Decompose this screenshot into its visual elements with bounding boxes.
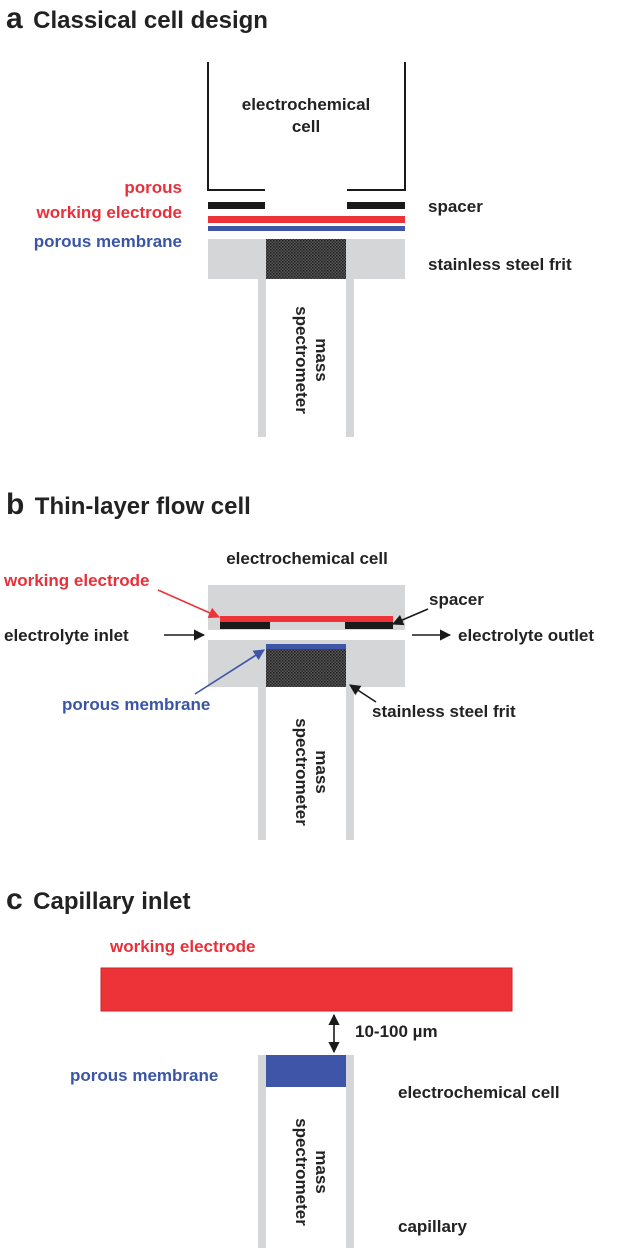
panel-b-ms-label: mass spectrometer [292,718,331,826]
panel-c-gap-label: 10-100 µm [355,1022,438,1041]
panel-a-spacer-left [208,202,265,209]
panel-b-steel-frit [266,649,346,687]
panel-b-letter: b [6,488,24,521]
panel-b-frit-pointer [349,684,377,703]
panel-b-porous-membrane [266,644,346,649]
panel-a-frit-label: stainless steel frit [428,255,572,274]
panel-c-working-electrode [100,967,513,1012]
panel-b-membrane-label: porous membrane [62,695,210,714]
panel-a-title: a Classical cell design [6,2,268,35]
panel-b-tube-wall-left [258,687,266,840]
panel-a-porous-membrane [208,226,405,231]
panel-b-spacer-right [345,622,393,629]
panel-a-cell-label-2: cell [292,117,320,136]
panel-b-cell-label: electrochemical cell [226,549,388,568]
panel-b-inlet-label: electrolyte inlet [4,626,129,645]
panel-b-outlet-label: electrolyte outlet [458,626,594,645]
panel-a-ms-label: mass spectrometer [292,306,331,414]
panel-a-tube-wall-right [346,279,354,437]
panel-a-working-electrode [208,216,405,223]
panel-b-frit-label: stainless steel frit [372,702,516,721]
panel-a-membrane-label: porous membrane [34,232,182,251]
panel-c-cell-label: electrochemical cell [398,1083,560,1102]
panel-a-title-text: Classical cell design [33,7,268,34]
panel-c: c Capillary inlet working electrode 10-1… [6,883,560,1248]
panel-a-cell-label-1: electrochemical [242,95,371,114]
panel-a-spacer-right [347,202,405,209]
panel-c-letter: c [6,883,23,916]
panel-c-capillary-label: capillary [398,1217,468,1236]
panel-c-title: c Capillary inlet [6,883,191,916]
panel-b-spacer-pointer [391,608,429,626]
panel-b-spacer-label: spacer [429,590,484,609]
panel-a-ms-label-2: spectrometer [292,306,311,414]
panel-a-tube-wall-left [258,279,266,437]
panel-b-spacer-left [220,622,270,629]
panel-b-title-text: Thin-layer flow cell [35,493,251,520]
panel-c-capillary-wall-right [346,1055,354,1248]
panel-b-working-electrode [220,616,393,622]
panel-a-ms-label-1: mass [312,338,331,381]
panel-a-letter: a [6,2,23,35]
panel-c-title-text: Capillary inlet [33,888,190,915]
panel-b: b Thin-layer flow cell electrochemical c… [3,488,594,840]
panel-a-working-label-1: porous [124,178,182,197]
panel-a-spacer-label: spacer [428,197,483,216]
panel-a-steel-frit [266,239,346,279]
panel-c-ms-label: mass spectrometer [292,1118,331,1226]
panel-b-working-pointer [157,589,221,619]
panel-c-ms-label-2: spectrometer [292,1118,311,1226]
panel-c-capillary-wall-left [258,1055,266,1248]
panel-b-working-label: working electrode [3,571,149,590]
panel-c-porous-membrane [266,1055,346,1087]
panel-b-tube-wall-right [346,687,354,840]
panel-c-working-label: working electrode [109,937,255,956]
panel-a: a Classical cell design electrochemical … [6,2,572,437]
panel-b-ms-label-1: mass [312,750,331,793]
panel-b-ms-label-2: spectrometer [292,718,311,826]
panel-c-membrane-label: porous membrane [70,1066,218,1085]
panel-a-cell-outline [207,62,406,191]
panel-b-membrane-pointer [194,649,265,695]
panel-a-working-label-2: working electrode [36,203,182,222]
panel-c-ms-label-1: mass [312,1150,331,1193]
panel-b-title: b Thin-layer flow cell [6,488,251,521]
